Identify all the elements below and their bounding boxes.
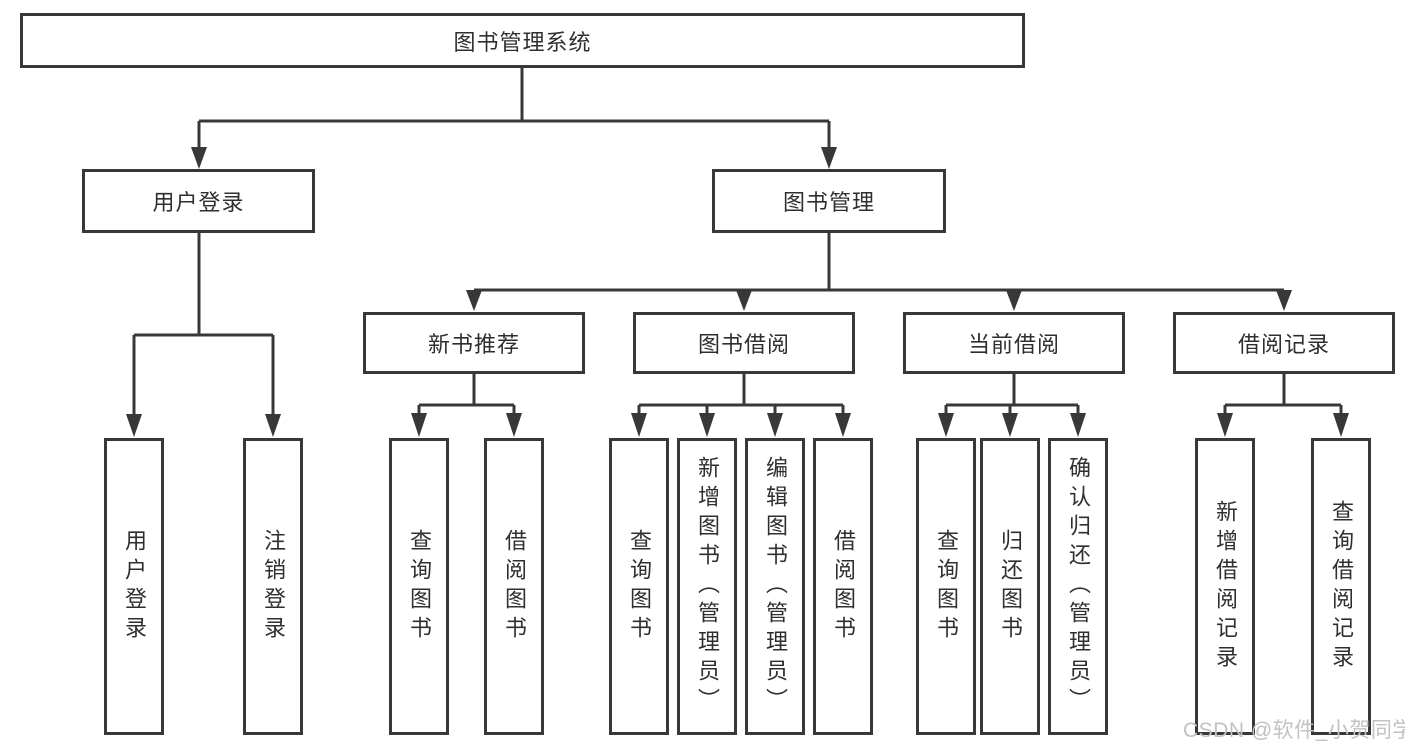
leaf-borrow-query-book: 查询图书: [609, 438, 669, 735]
leaf-records-query-record: 查询借阅记录: [1311, 438, 1371, 735]
node-new-book-recommend: 新书推荐: [363, 312, 585, 374]
connectors-borrow-branch: [631, 374, 851, 437]
connectors-root-to-level1: [191, 68, 837, 169]
connectors-book-mgmt-to-level2: [466, 233, 1292, 311]
leaf-current-confirm-return-admin: 确认归还（管理员）: [1048, 438, 1108, 735]
leaf-records-add-record: 新增借阅记录: [1195, 438, 1255, 735]
leaf-borrow-add-book-admin: 新增图书（管理员）: [677, 438, 737, 735]
node-user-login: 用户登录: [82, 169, 315, 233]
connectors-current-branch: [938, 374, 1086, 437]
leaf-borrow-edit-book-admin: 编辑图书（管理员）: [745, 438, 805, 735]
leaf-recommend-query-book: 查询图书: [389, 438, 449, 735]
connectors-recommend-branch: [411, 374, 522, 437]
node-current-borrow: 当前借阅: [903, 312, 1125, 374]
node-book-borrow: 图书借阅: [633, 312, 855, 374]
node-book-management: 图书管理: [712, 169, 946, 233]
csdn-watermark: CSDN @软件_小贺同学: [1183, 719, 1405, 742]
node-borrow-records: 借阅记录: [1173, 312, 1395, 374]
leaf-user-login: 用户登录: [104, 438, 164, 735]
leaf-recommend-borrow-book: 借阅图书: [484, 438, 544, 735]
connectors-user-login-branch: [126, 233, 281, 437]
leaf-borrow-borrow-book: 借阅图书: [813, 438, 873, 735]
leaf-current-return-book: 归还图书: [980, 438, 1040, 735]
node-root: 图书管理系统: [20, 13, 1025, 68]
leaf-logout: 注销登录: [243, 438, 303, 735]
connectors-records-branch: [1217, 374, 1349, 437]
leaf-current-query-book: 查询图书: [916, 438, 976, 735]
